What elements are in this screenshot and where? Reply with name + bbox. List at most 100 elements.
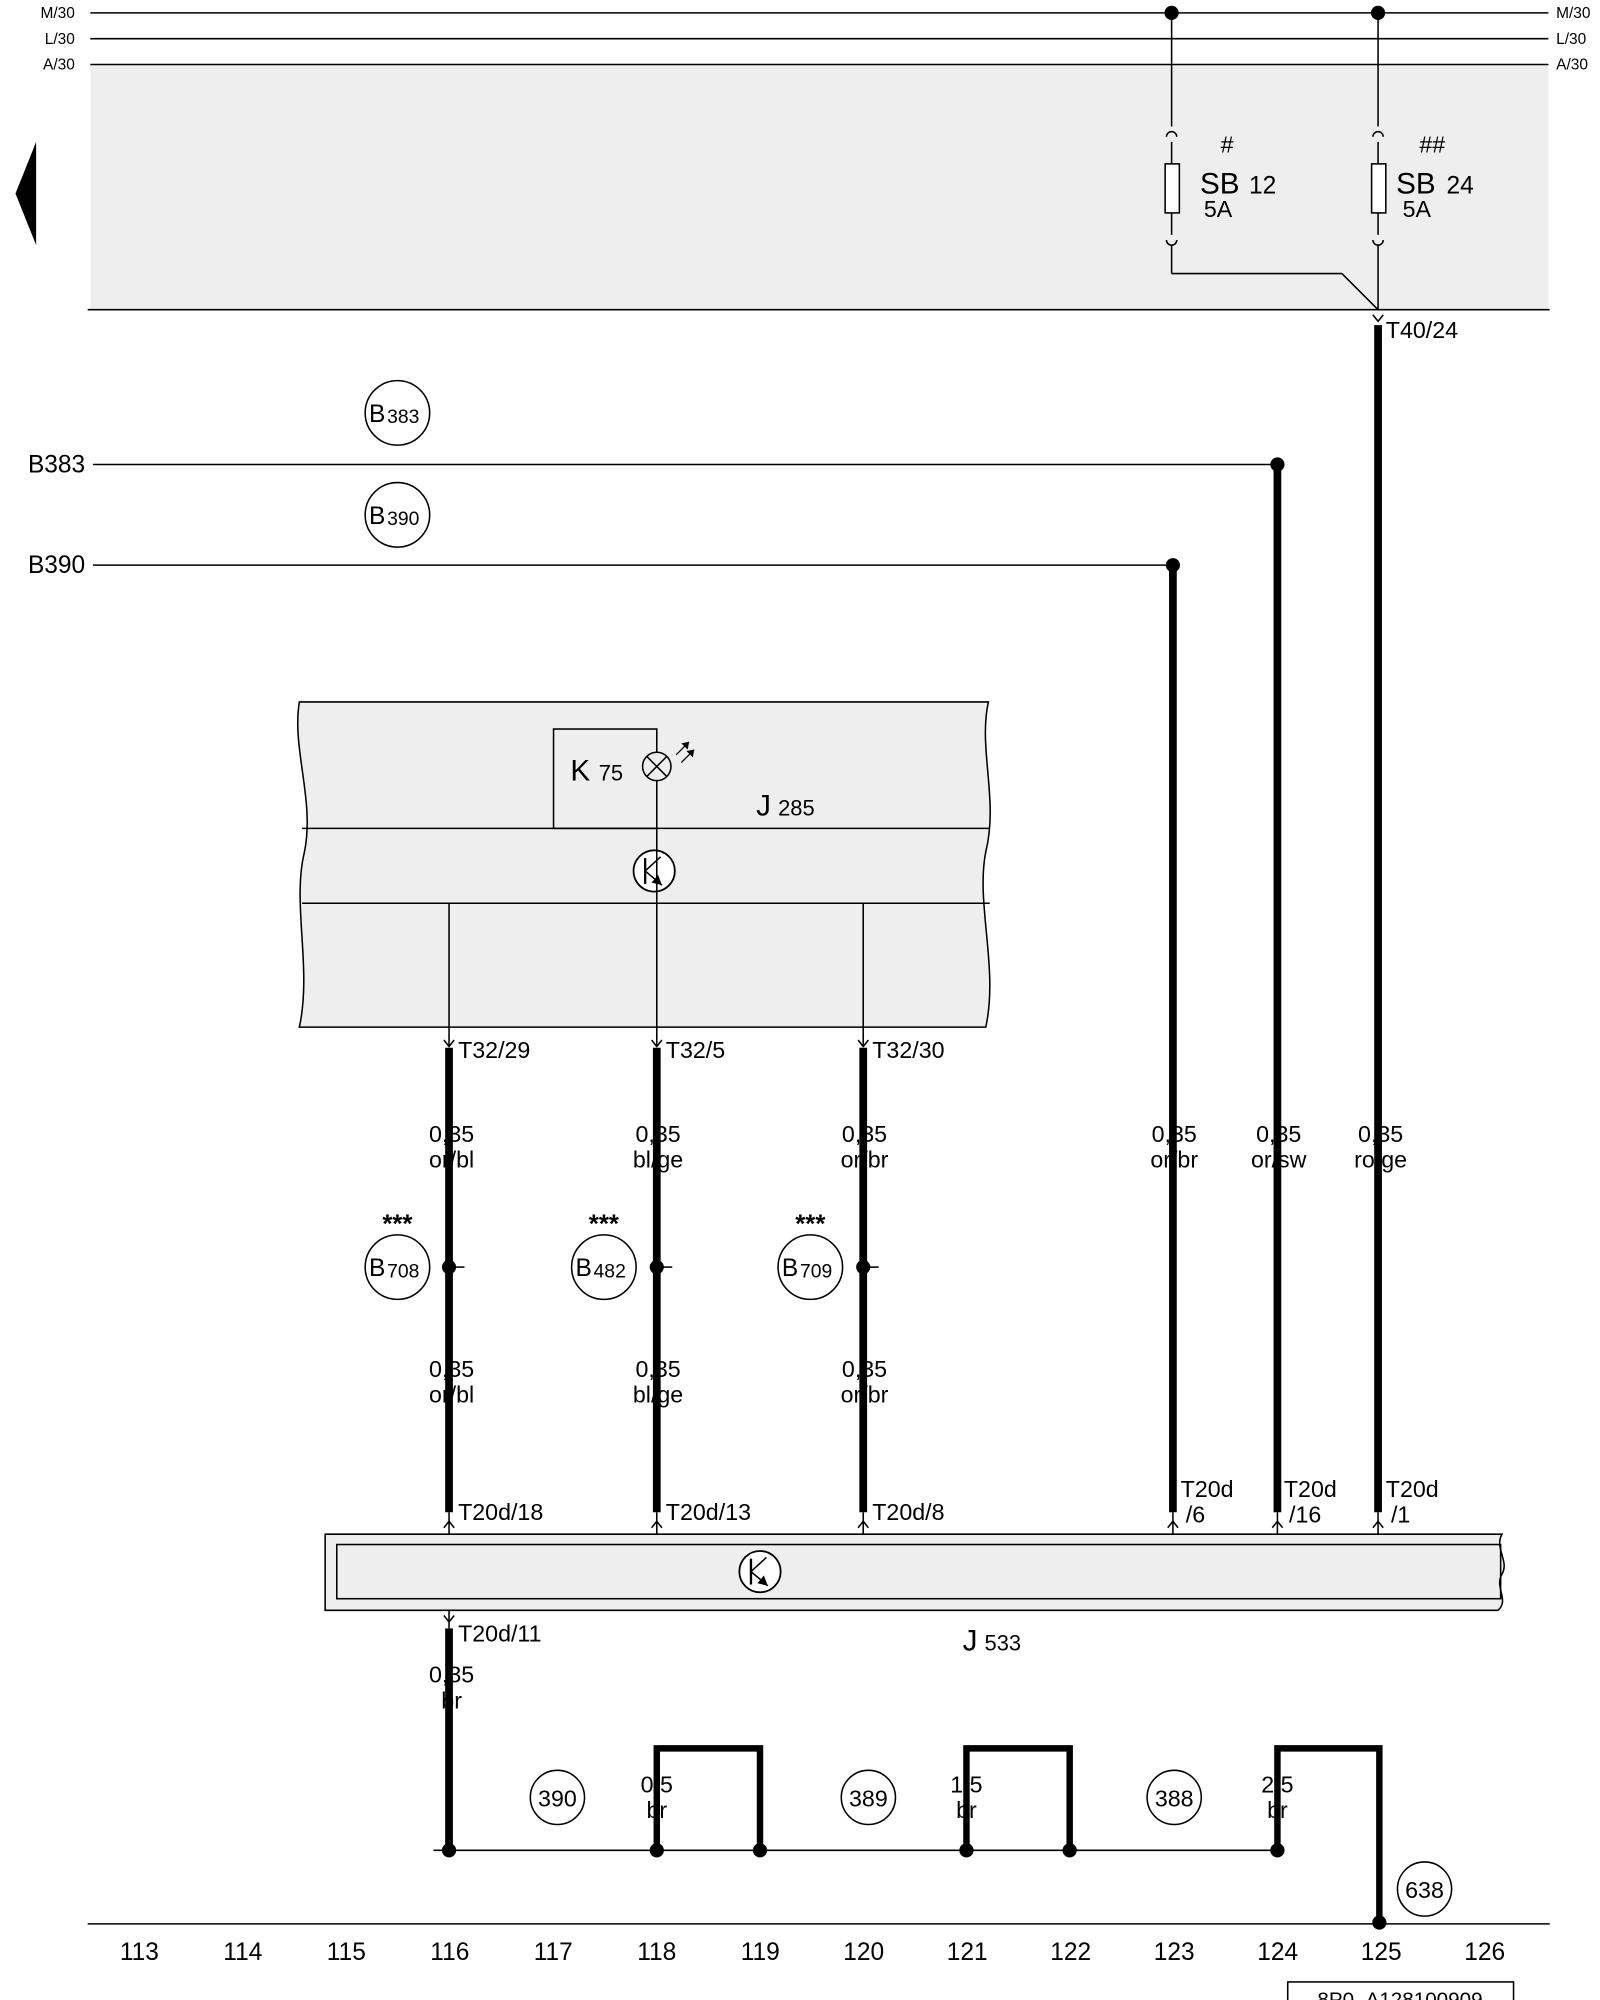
rail-label-a30-right: A/30: [1556, 57, 1588, 74]
wire-color: or/bl: [429, 1147, 474, 1173]
wires: [445, 325, 1382, 1851]
line-id-letter: B: [369, 503, 385, 530]
wire-color: br: [1267, 1797, 1288, 1823]
fuse-terminal-icon: [1372, 130, 1384, 137]
wire-size: 2,5: [1261, 1771, 1293, 1797]
ruler-number: 121: [947, 1939, 988, 1966]
fuse-rating: 5A: [1403, 196, 1432, 222]
line-id-number: 390: [387, 508, 419, 530]
splice-letter: B: [782, 1255, 798, 1282]
rail-label-m30-left: M/30: [40, 5, 74, 22]
fuse-body-icon: [1370, 163, 1387, 214]
wire-color: br: [441, 1687, 462, 1713]
rail-label-m30-right: M/30: [1556, 5, 1590, 22]
footer-id-box: [1286, 1981, 1515, 2000]
ruler-number: 123: [1154, 1939, 1195, 1966]
ruler-number: 126: [1464, 1939, 1505, 1966]
fuse-rating: 5A: [1204, 196, 1233, 222]
pin-label: T32/5: [666, 1037, 725, 1063]
splice-mark: ***: [382, 1210, 413, 1238]
line-id-circle: [364, 379, 431, 446]
pin-label: T20d/8: [872, 1499, 944, 1525]
wire-size: 0,35: [1358, 1121, 1403, 1147]
wire-color: bl/ge: [633, 1147, 683, 1173]
ruler-number: 115: [327, 1939, 366, 1966]
pin-label: T20d/18: [458, 1499, 543, 1525]
connector-label-t40-24: T40/24: [1386, 317, 1458, 343]
wire-size: 1,5: [950, 1771, 982, 1797]
splice-b482: *** B 482: [570, 1210, 673, 1301]
ruler-number: 118: [637, 1939, 676, 1966]
pin-arrow-icon: [1167, 1520, 1179, 1529]
line-id-circle: [364, 481, 431, 548]
wire-color: or/br: [1150, 1147, 1198, 1173]
bus-line-b383: B 383 B383: [28, 379, 1285, 478]
ruler-number: 114: [223, 1939, 262, 1966]
fuse-terminal-icon: [1372, 239, 1384, 246]
junction-dot: [959, 1843, 974, 1858]
fuse-number: 12: [1249, 173, 1276, 200]
fuse-name: SB: [1396, 168, 1436, 201]
ruler-number: 124: [1257, 1939, 1298, 1966]
fuse-mark: ##: [1419, 131, 1445, 157]
rail-label-l30-left: L/30: [45, 31, 75, 48]
rail-label-a30-left: A/30: [43, 57, 75, 74]
pin-label: T32/30: [872, 1037, 944, 1063]
pin-arrow-icon: [1372, 314, 1384, 323]
ground-point-label: 389: [849, 1785, 888, 1811]
fuse-number: 24: [1446, 173, 1473, 200]
ground-loop-3: [1274, 1745, 1383, 1923]
pin-label-top: T20d: [1284, 1476, 1337, 1502]
splice-b709: *** B 709: [777, 1210, 879, 1301]
ground-point-label: 638: [1405, 1877, 1444, 1903]
pin-arrow-icon: [857, 1520, 869, 1529]
wire-size: 0,5: [641, 1771, 673, 1797]
lamp-number: 75: [599, 761, 623, 786]
splice-circle: [570, 1234, 637, 1301]
splice-mark: ***: [795, 1210, 826, 1238]
pin-label-bottom: /1: [1391, 1502, 1410, 1528]
junction-dot: [1372, 1915, 1387, 1930]
splice-number: 482: [594, 1260, 626, 1282]
pin-label-top: T20d: [1386, 1476, 1439, 1502]
junction-dot: [752, 1843, 768, 1858]
wire-color: or/sw: [1251, 1147, 1307, 1173]
line-id-letter: B: [369, 401, 385, 428]
splice-b708: *** B 708: [364, 1210, 465, 1301]
ruler-number: 125: [1361, 1939, 1402, 1966]
module-number: 285: [778, 795, 815, 820]
line-name: B383: [28, 451, 85, 478]
junction-dot: [441, 1843, 457, 1858]
wire-size: 0,35: [1152, 1121, 1197, 1147]
lamp-letter: K: [570, 755, 590, 788]
ground-point-circle: [840, 1769, 897, 1826]
pin-label: T20d/13: [666, 1499, 751, 1525]
fuse-name: SB: [1200, 168, 1240, 201]
ground-network: 390 389 388 638 0,5 br 1,5 br 2,5 br: [433, 1745, 1453, 1930]
pin-label-bottom: /6: [1186, 1502, 1205, 1528]
ground-point-circle: [1146, 1769, 1203, 1826]
ruler-number: 117: [534, 1939, 573, 1966]
continuation-arrow-icon: [15, 141, 37, 246]
power-rails: M/30 L/30 A/30 M/30 L/30 A/30: [40, 5, 1590, 74]
pin-arrow-icon: [651, 1520, 663, 1529]
cluster-pins: T32/29 T32/5 T32/30: [443, 1037, 945, 1063]
pin-label-bottom: /16: [1289, 1502, 1321, 1528]
line-name: B390: [28, 552, 85, 579]
junction-dot: [1270, 1843, 1285, 1858]
pin-arrow-icon: [443, 1039, 455, 1048]
bus-line-b390: B 390 B390: [28, 481, 1180, 579]
pin-label: T32/29: [458, 1037, 530, 1063]
splice-letter: B: [575, 1255, 591, 1282]
wire-size: 0,35: [429, 1121, 474, 1147]
footer-id: 8P0–A128100909: [1317, 1988, 1482, 2000]
wire-size: 0,35: [635, 1356, 680, 1382]
ground-point-circle: [1396, 1861, 1453, 1917]
module-letter: J: [756, 789, 771, 822]
fuse-terminal-icon: [1165, 130, 1178, 137]
junction-dot: [649, 1843, 664, 1858]
splice-circle: [777, 1234, 844, 1301]
wire-size: 0,35: [429, 1356, 474, 1382]
ground-point-circle: [529, 1769, 586, 1826]
